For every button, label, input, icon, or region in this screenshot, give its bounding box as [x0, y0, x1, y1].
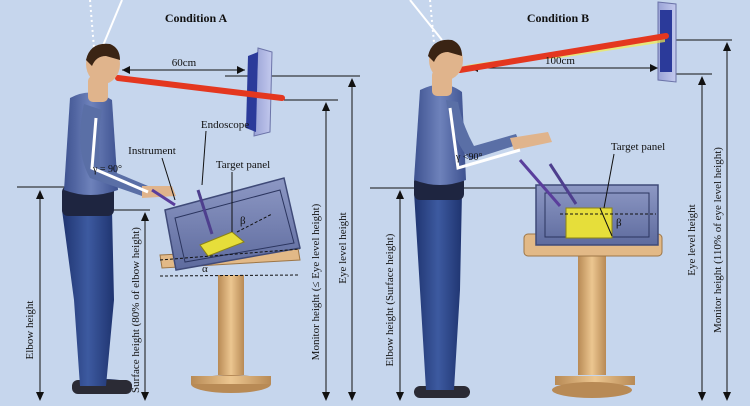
panel-b-table	[523, 233, 663, 398]
panel-a-title: Condition A	[165, 11, 228, 25]
panel-b-sightline	[457, 33, 669, 73]
panel-b-target-panel-shape	[565, 207, 613, 239]
panel-b-beta-label: β	[616, 217, 622, 229]
panel-a-eye-axis-label: Eye level height	[337, 212, 349, 283]
panel-b-gamma-label: γ <90°	[455, 152, 483, 163]
panel-a-instrument-label: Instrument	[128, 145, 176, 157]
panel-b-person	[409, 0, 578, 398]
panel-a-sightline	[115, 75, 285, 101]
panel-a-elbow-axis-label: Elbow height	[24, 301, 36, 360]
panel-b-elbow-axis-label: Elbow height (Surface height)	[384, 233, 396, 366]
panel-a-surface-axis-label: Surface height (80% of elbow height)	[130, 227, 142, 393]
panel-a-target-panel-shape	[199, 231, 245, 257]
panel-a: Condition A	[17, 0, 360, 401]
panel-b-leaders	[603, 153, 615, 209]
panel-a-gamma-label: γ = 90°	[92, 164, 122, 175]
panel-b-monitor	[657, 1, 677, 83]
panel-a-monitor-axis-label: Monitor height (≤ Eye level height)	[310, 203, 322, 360]
panel-a-person	[62, 0, 214, 394]
panel-a-endoscope	[196, 189, 214, 235]
panel-a-distance-label: 60cm	[172, 57, 197, 69]
panel-a-beta-label: β	[240, 215, 246, 227]
panel-b-distance-label: 100cm	[545, 55, 575, 67]
panel-b-arrowheads	[396, 42, 731, 401]
panel-b-box-trainer	[535, 184, 659, 246]
panel-b: Condition B	[370, 0, 732, 401]
panel-a-endoscope-label: Endoscope	[201, 119, 249, 131]
panel-a-arrowheads	[36, 66, 356, 401]
panel-b-eye-axis-label: Eye level height	[686, 204, 698, 275]
panel-a-alpha-label: α	[202, 263, 208, 275]
panel-a-target-label: Target panel	[216, 159, 270, 171]
panel-b-title: Condition B	[527, 11, 589, 25]
panel-a-leaders	[161, 130, 233, 232]
panel-b-monitor-axis-label: Monitor height (110% of eye level height…	[712, 147, 724, 333]
panel-b-target-label: Target panel	[611, 141, 665, 153]
